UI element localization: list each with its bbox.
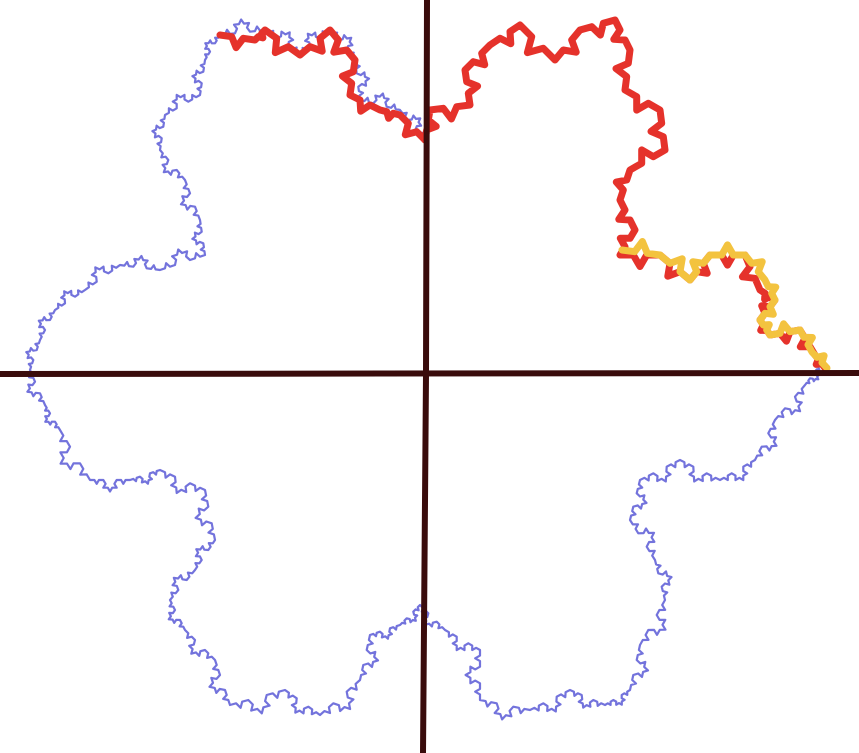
red-trace-right: [421, 16, 829, 372]
vertical-axis: [420, 0, 430, 753]
horizontal-axis: [0, 370, 859, 377]
fractal-outline-group: [25, 18, 821, 721]
yellow-segment-group: [618, 238, 831, 372]
fractal-outline: [25, 18, 821, 721]
upper-red-trace-group: [216, 16, 829, 372]
yellow-segment: [618, 238, 831, 372]
red-trace-left: [216, 26, 429, 144]
